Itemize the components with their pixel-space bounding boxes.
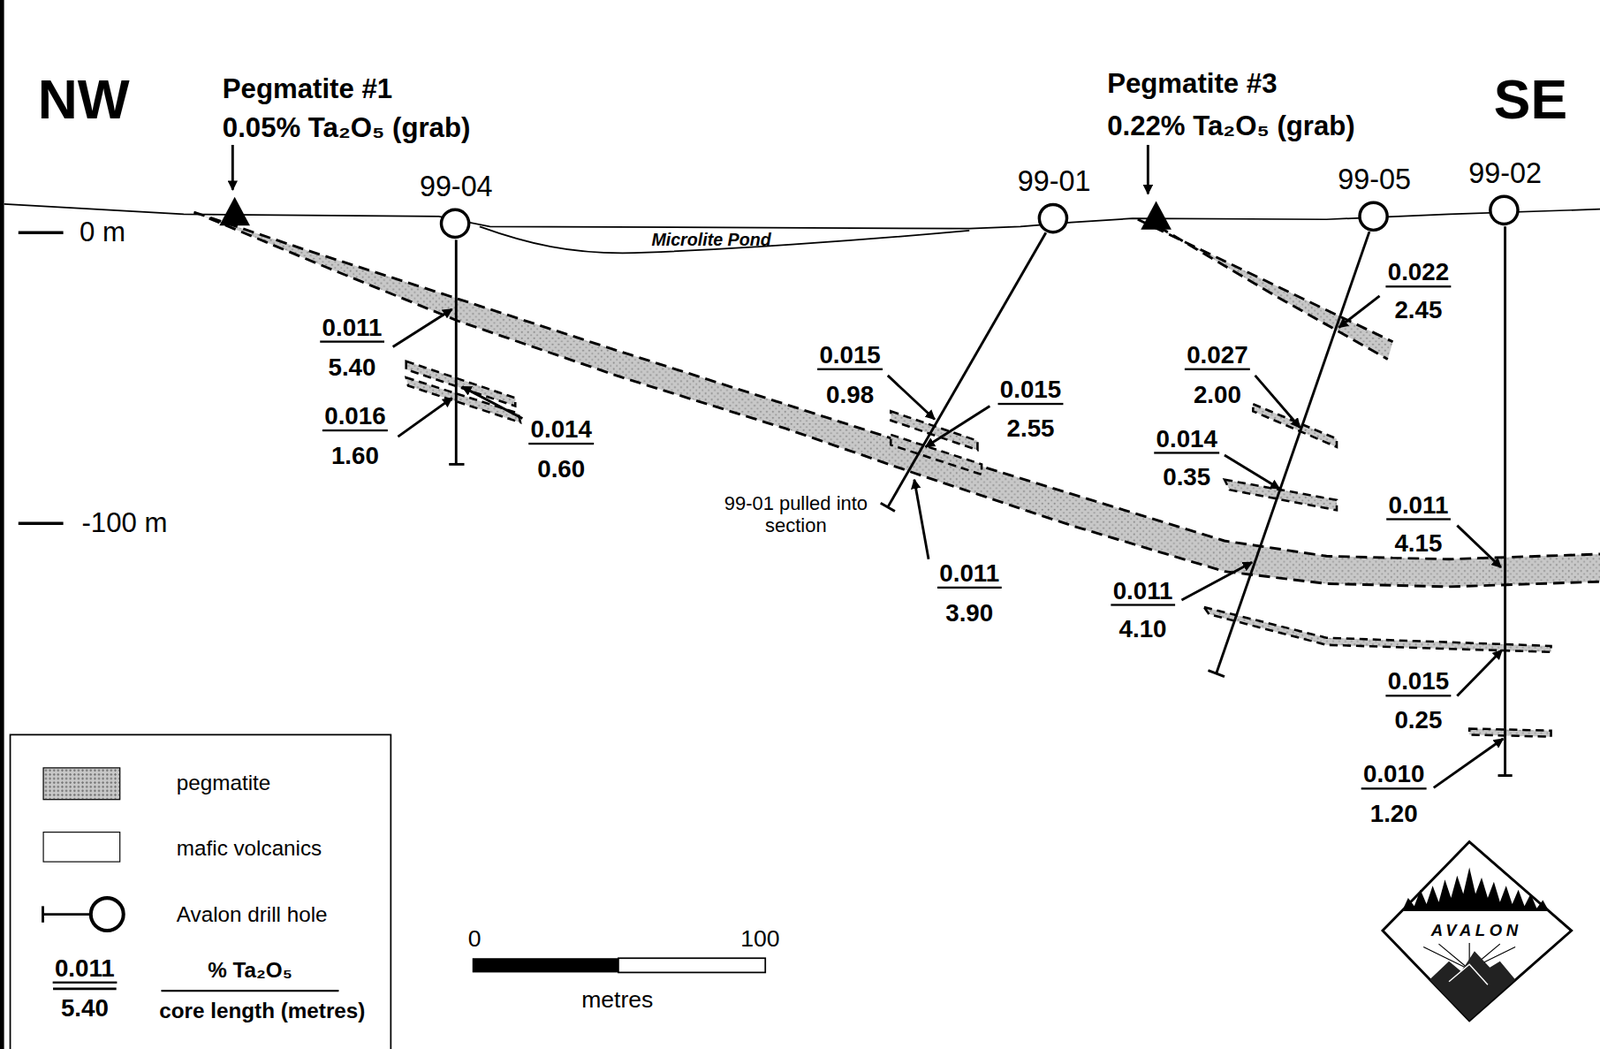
assay-length: 1.60 [329, 442, 382, 470]
legend-text: pegmatite [176, 770, 272, 795]
assay-grade: 0.027 [1184, 341, 1251, 372]
assay-length: 2.45 [1392, 296, 1445, 324]
drill-hole-collar [1358, 201, 1390, 233]
assay-grade: 0.014 [1153, 424, 1220, 455]
assay-grade: 0.015 [1385, 667, 1451, 698]
assay-grade: 0.011 [319, 313, 384, 343]
logo-text: AVALON [1431, 921, 1523, 940]
pegmatite-name: Pegmatite #3 [1107, 69, 1277, 100]
grab-assay: 0.22% Ta₂O₅ (grab) [1107, 111, 1356, 142]
legend-sample: 5.40 [59, 994, 112, 1022]
drill-hole: 99-02 [1464, 158, 1547, 228]
scale-unit: metres [581, 986, 653, 1013]
drill-hole-collar [1489, 195, 1521, 227]
pegmatite-name: Pegmatite #1 [222, 74, 393, 105]
assay-grade: 0.011 [937, 560, 1001, 590]
direction-label: NW [37, 69, 130, 131]
drill-hole: 99-05 [1334, 164, 1416, 234]
drill-note: 99-01 pulled into section [719, 493, 873, 537]
drill-hole: 99-04 [415, 171, 497, 241]
assay-length: 0.60 [535, 455, 588, 483]
drill-hole-label: 99-04 [415, 171, 497, 204]
assay-length: 2.55 [1004, 415, 1057, 442]
depth-label: -100 m [81, 508, 167, 539]
assay-grade: 0.011 [1386, 491, 1450, 521]
drill-hole-collar [1038, 203, 1070, 235]
assay-grade: 0.010 [1361, 760, 1427, 790]
assay-grade: 0.015 [817, 341, 883, 372]
direction-label: SE [1493, 69, 1568, 131]
legend-text: mafic volcanics [176, 835, 322, 860]
drill-hole: 99-01 [1013, 166, 1095, 236]
drill-hole-label: 99-01 [1013, 166, 1095, 198]
scale-number: 0 [468, 925, 482, 952]
assay-length: 3.90 [943, 599, 996, 627]
assay-length: 5.40 [326, 353, 379, 380]
assay-length: 0.25 [1392, 706, 1445, 734]
assay-grade: 0.022 [1385, 258, 1451, 289]
assay-length: 4.15 [1392, 530, 1445, 557]
legend-sample: 0.011 [53, 955, 117, 985]
assay-length: 4.10 [1116, 615, 1169, 643]
drill-hole-label: 99-02 [1464, 158, 1547, 190]
assay-grade: 0.016 [322, 402, 388, 433]
assay-length: 1.20 [1367, 800, 1420, 827]
pond-label: Microlite Pond [651, 231, 771, 251]
drill-hole-collar [439, 208, 471, 240]
depth-label: 0 m [79, 217, 126, 248]
assay-length: 2.00 [1191, 381, 1244, 409]
legend-swatch [43, 766, 122, 800]
assay-grade: 0.014 [528, 416, 594, 446]
legend-swatch [43, 831, 122, 863]
legend-text: % Ta₂O₅ [207, 957, 293, 982]
assay-grade: 0.015 [998, 376, 1064, 406]
scale-number: 100 [740, 925, 780, 952]
assay-length: 0.35 [1160, 463, 1214, 491]
legend-text: Avalon drill hole [176, 902, 328, 926]
drill-hole-label: 99-05 [1334, 164, 1416, 197]
grab-assay: 0.05% Ta₂O₅ (grab) [222, 113, 471, 144]
legend-text: core length (metres) [159, 998, 365, 1023]
assay-grade: 0.011 [1110, 576, 1175, 607]
assay-length: 0.98 [824, 381, 877, 409]
